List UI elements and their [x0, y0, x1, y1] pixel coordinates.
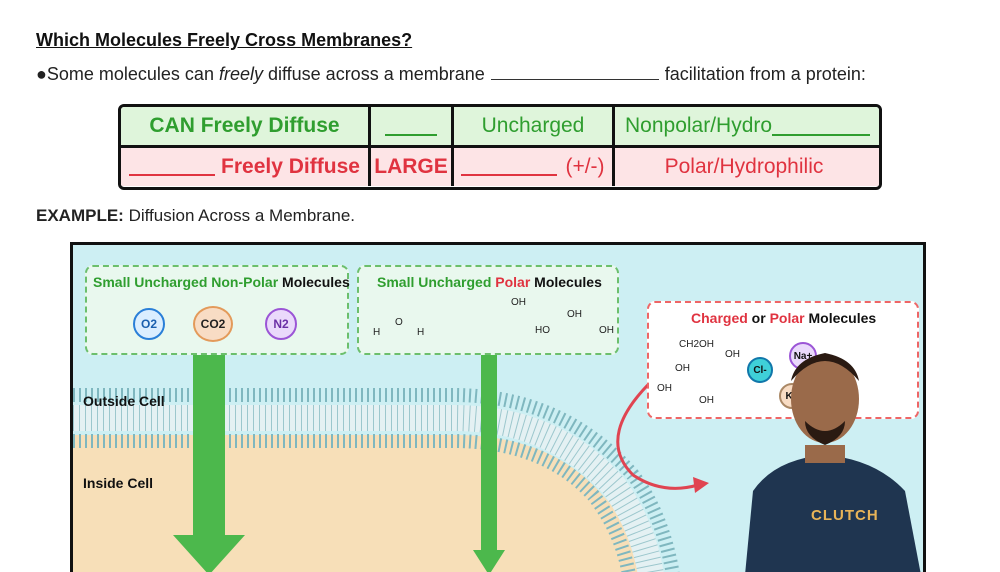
- water-atom: H: [417, 327, 425, 338]
- example-label: EXAMPLE:: [36, 206, 124, 225]
- shirt-logo-text: CLUTCH: [811, 507, 879, 524]
- glucose-label: OH: [657, 383, 672, 394]
- nonpolar-title-colored: Small Uncharged Non-Polar: [93, 274, 279, 290]
- membrane-illustration: [73, 311, 723, 572]
- charged-title-b: or: [747, 310, 770, 326]
- table-cell: CAN Freely Diffuse: [121, 107, 371, 145]
- table-row-cannot: Freely Diffuse LARGE (+/-) Polar/Hydroph…: [121, 148, 879, 186]
- polar-molecules-box: [357, 265, 619, 355]
- table-cell: (+/-): [454, 148, 615, 186]
- bullet-text: ●Some molecules can freely diffuse acros…: [36, 64, 866, 85]
- charge-label: (+/-): [565, 155, 605, 178]
- blank-line: [772, 116, 871, 136]
- nonpolar-title-rest: Molecules: [278, 274, 350, 290]
- blank-line: [129, 158, 216, 176]
- nonpolar-arrow-shaft: [193, 353, 225, 538]
- table-cell: Freely Diffuse: [121, 148, 371, 186]
- glycerol-oh: OH: [599, 325, 614, 336]
- bullet-suffix: facilitation from a protein:: [664, 64, 866, 84]
- glycerol-oh: HO: [535, 325, 550, 336]
- bullet-middle: diffuse across a membrane: [262, 64, 485, 84]
- nitrogen-molecule: N2: [265, 308, 297, 340]
- repelled-arrow-head: [693, 477, 709, 493]
- example-text: Diffusion Across a Membrane.: [123, 206, 356, 225]
- freely-diffuse-label: Freely Diffuse: [221, 155, 360, 178]
- repelled-arrow: [616, 373, 699, 490]
- water-atom: O: [395, 317, 403, 328]
- charged-title-a: Charged: [691, 310, 748, 326]
- membrane-outer-heads: [73, 388, 680, 572]
- glucose-label: OH: [699, 395, 714, 406]
- glucose-label: OH: [675, 363, 690, 374]
- chloride-ion: Cl-: [747, 357, 773, 383]
- polar-title-a: Small Uncharged: [377, 274, 496, 290]
- glycerol-oh: OH: [567, 309, 582, 320]
- blank-line: [385, 116, 437, 136]
- table-cell: LARGE: [371, 148, 454, 186]
- table-cell: Nonpolar/Hydro: [615, 107, 873, 145]
- example-heading: EXAMPLE: Diffusion Across a Membrane.: [36, 206, 355, 226]
- co2-molecule: CO2: [193, 306, 233, 342]
- presenter-avatar: [745, 353, 921, 572]
- nonpolar-arrow-head: [173, 535, 245, 572]
- blank-line: [461, 158, 558, 176]
- charged-title-d: Molecules: [804, 310, 877, 326]
- table-row-can: CAN Freely Diffuse Uncharged Nonpolar/Hy…: [121, 107, 879, 148]
- water-atom: H: [373, 327, 381, 338]
- polar-title-b: Polar: [495, 274, 531, 290]
- page-title: Which Molecules Freely Cross Membranes?: [36, 30, 413, 50]
- nonpolar-label: Nonpolar/Hydro: [625, 114, 773, 137]
- bullet-blank: [490, 65, 659, 80]
- polar-arrow-head: [473, 550, 505, 572]
- bullet-emph: freely: [218, 64, 263, 84]
- table-cell: [371, 107, 454, 145]
- polar-box-title: Small Uncharged Polar Molecules: [377, 274, 602, 290]
- bullet-prefix: ●Some molecules can: [36, 64, 219, 84]
- oxygen-molecule: O2: [133, 308, 165, 340]
- polar-title-c: Molecules: [530, 274, 602, 290]
- table-cell: Polar/Hydrophilic: [664, 155, 824, 178]
- steroid-oh: OH: [511, 297, 526, 308]
- polar-arrow-shaft: [481, 353, 497, 553]
- charged-box-title: Charged or Polar Molecules: [691, 310, 876, 326]
- comparison-table: CAN Freely Diffuse Uncharged Nonpolar/Hy…: [118, 104, 882, 190]
- inside-cell-label: Inside Cell: [83, 475, 154, 491]
- diffusion-diagram: Small Uncharged Non-Polar Molecules O2 C…: [70, 242, 926, 572]
- charged-title-c: Polar: [769, 310, 805, 326]
- outside-cell-label: Outside Cell: [83, 393, 165, 409]
- nonpolar-box-title: Small Uncharged Non-Polar Molecules: [93, 274, 350, 290]
- table-cell: Uncharged: [454, 107, 615, 145]
- glucose-label: OH: [725, 349, 740, 360]
- glucose-label: CH2OH: [679, 339, 715, 350]
